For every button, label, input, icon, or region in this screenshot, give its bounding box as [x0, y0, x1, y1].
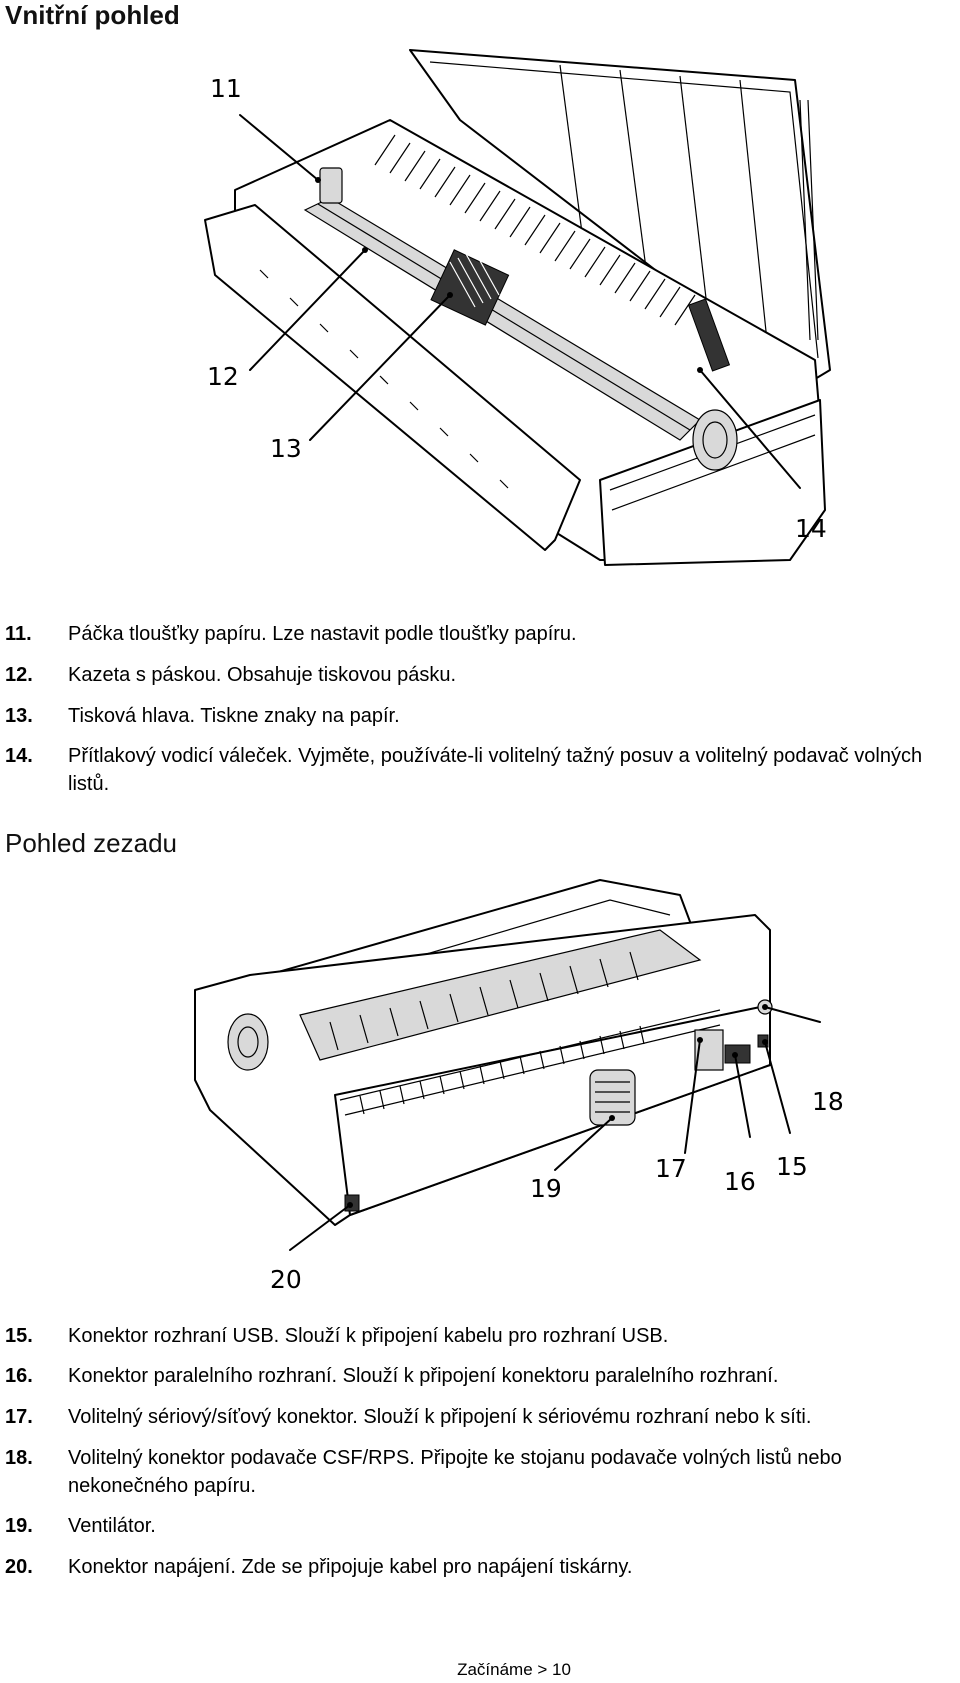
- platen-knob: [692, 409, 738, 471]
- rear-tractor-teeth: [329, 951, 639, 1051]
- rear-tractor-bar: [299, 929, 702, 1061]
- front-paper-tray: [204, 204, 581, 551]
- section-title-inside: Vnitřní pohled: [5, 0, 180, 30]
- rear-platen-knob: [227, 1013, 269, 1071]
- printer-rear-illustration: 18 17 16 15 19 20: [194, 879, 844, 1294]
- tray-tick-marks: [259, 269, 509, 489]
- callout-17: 17: [655, 1154, 687, 1183]
- callout-11: 11: [210, 74, 242, 103]
- tractor-teeth: [374, 134, 696, 326]
- inside-leader-dots: [315, 177, 703, 373]
- callout-14: 14: [795, 514, 827, 543]
- footer-text: Začínáme > 10: [457, 1660, 571, 1679]
- callout-19: 19: [530, 1174, 562, 1203]
- paper-guide-frame: [409, 49, 831, 386]
- rear-leader-dots: [347, 1004, 768, 1208]
- callout-12: 12: [207, 362, 239, 391]
- printer-inside-illustration: 11 12 13 14: [204, 49, 831, 566]
- printer-base: [599, 399, 826, 566]
- rear-leader-lines: [289, 1006, 821, 1251]
- rear-panel: [334, 1004, 771, 1216]
- paper-thickness-lever: [319, 167, 343, 204]
- callout-20: 20: [270, 1265, 302, 1294]
- pressure-roller: [687, 298, 731, 372]
- section-title-rear: Pohled zezadu: [5, 828, 178, 858]
- callout-16: 16: [724, 1167, 756, 1196]
- paper-guide-comb: [339, 1009, 721, 1116]
- callout-13: 13: [270, 434, 302, 463]
- callout-15: 15: [776, 1152, 808, 1181]
- inside-leader-lines: [239, 114, 801, 489]
- fan-vent: [589, 1069, 636, 1126]
- page-footer: Začínáme > 10: [0, 1660, 960, 1680]
- callout-18: 18: [812, 1087, 844, 1116]
